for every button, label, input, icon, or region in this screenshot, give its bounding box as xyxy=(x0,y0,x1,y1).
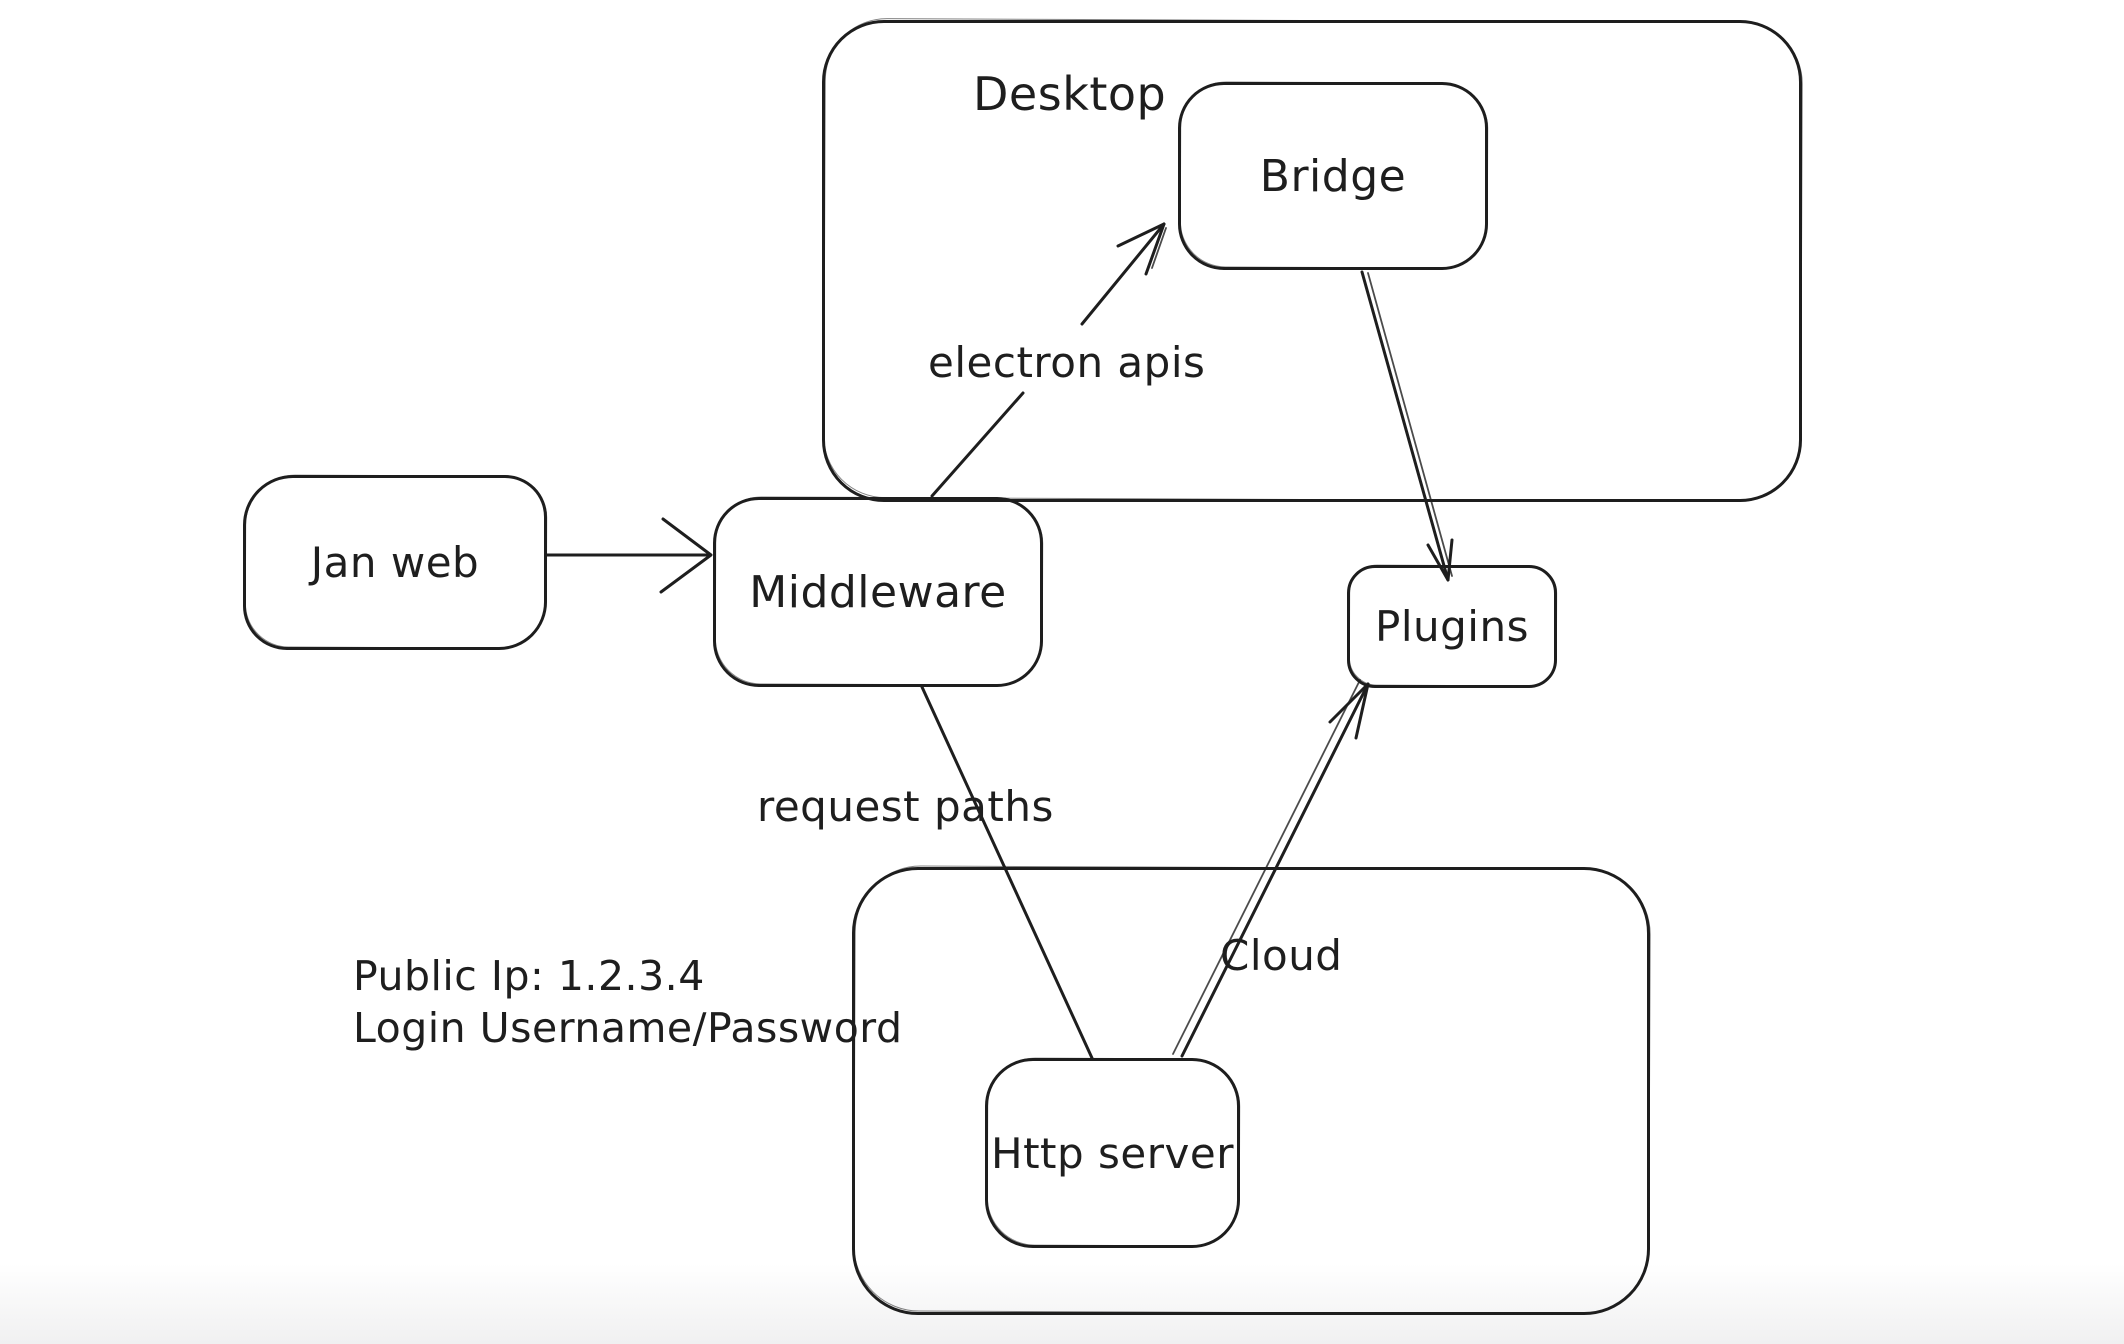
node-middleware-label: Middleware xyxy=(749,566,1007,618)
node-bridge[interactable]: Bridge xyxy=(1178,82,1488,270)
edge-janweb-middleware[interactable] xyxy=(545,517,713,594)
annotation-public-ip[interactable]: Public Ip: 1.2.3.4 xyxy=(353,952,705,1000)
node-http-server-label: Http server xyxy=(991,1128,1234,1178)
container-desktop[interactable]: Desktop xyxy=(822,20,1802,502)
edge-label-electron-apis[interactable]: electron apis xyxy=(928,338,1206,387)
arrowhead-chevron xyxy=(659,517,713,594)
node-jan-web[interactable]: Jan web xyxy=(243,475,547,650)
annotation-login[interactable]: Login Username/Password xyxy=(353,1004,903,1052)
node-plugins[interactable]: Plugins xyxy=(1347,565,1557,688)
container-desktop-label[interactable]: Desktop xyxy=(973,67,1167,121)
node-http-server[interactable]: Http server xyxy=(985,1058,1240,1248)
node-middleware[interactable]: Middleware xyxy=(713,497,1043,687)
container-cloud[interactable]: Cloud xyxy=(852,867,1650,1315)
node-plugins-label: Plugins xyxy=(1375,602,1529,651)
container-cloud-label[interactable]: Cloud xyxy=(1220,931,1343,980)
node-jan-web-label: Jan web xyxy=(310,538,480,587)
node-bridge-label: Bridge xyxy=(1259,150,1407,202)
edge-label-request-paths[interactable]: request paths xyxy=(757,782,1054,831)
